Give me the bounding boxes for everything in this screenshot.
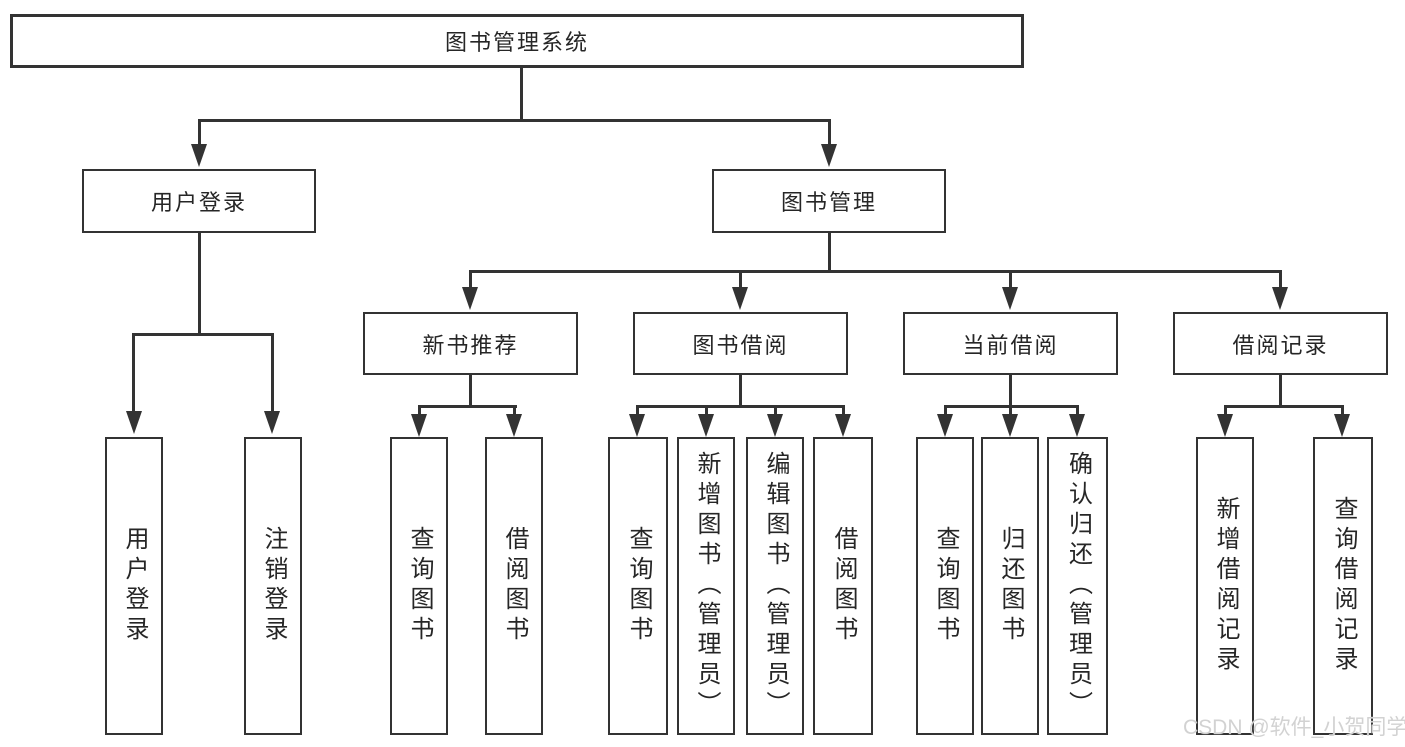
node-book-management: 图书管理: [712, 169, 946, 233]
arrowhead-down-icon: [698, 414, 714, 437]
connector-line: [1224, 405, 1344, 408]
arrowhead-down-icon: [506, 414, 522, 437]
connector-line: [774, 405, 777, 417]
connector-line: [132, 333, 274, 336]
leaf-query-books-recommend: 查询图书: [390, 437, 448, 735]
connector-line: [1279, 270, 1282, 289]
node-book-borrow: 图书借阅: [633, 312, 848, 375]
node-label: 图书管理系统: [444, 30, 589, 55]
connector-line: [1224, 405, 1227, 417]
leaf-borrow-books-recommend: 借阅图书: [485, 437, 543, 735]
node-label: 查询借阅记录: [1330, 496, 1357, 676]
node-library-system: 图书管理系统: [10, 14, 1024, 68]
arrowhead-down-icon: [767, 414, 783, 437]
connector-line: [1009, 270, 1012, 289]
node-label: 确认归还（管理员）: [1064, 451, 1092, 721]
connector-line: [469, 374, 472, 407]
node-label: 用户登录: [150, 190, 247, 215]
connector-line: [1009, 405, 1012, 417]
leaf-add-borrow-record: 新增借阅记录: [1196, 437, 1254, 735]
arrowhead-down-icon: [1002, 414, 1018, 437]
node-new-book-recommend: 新书推荐: [363, 312, 578, 375]
node-label: 借阅图书: [830, 526, 857, 646]
leaf-query-borrow-record: 查询借阅记录: [1313, 437, 1373, 735]
node-user-login: 用户登录: [82, 169, 316, 233]
node-borrow-records: 借阅记录: [1173, 312, 1388, 375]
connector-line: [739, 374, 742, 407]
connector-line: [944, 405, 947, 417]
arrowhead-down-icon: [126, 411, 142, 434]
connector-line: [198, 232, 201, 335]
node-label: 图书借阅: [692, 332, 789, 358]
node-label: 查询图书: [932, 526, 959, 646]
connector-line: [828, 119, 831, 147]
node-label: 新增图书（管理员）: [693, 451, 720, 721]
arrowhead-down-icon: [937, 414, 953, 437]
connector-line: [842, 405, 845, 417]
arrowhead-down-icon: [629, 414, 645, 437]
node-label: 借阅图书: [501, 526, 528, 646]
arrowhead-down-icon: [1002, 287, 1018, 310]
connector-line: [198, 119, 201, 147]
connector-line: [469, 270, 472, 289]
node-label: 用户登录: [121, 526, 148, 646]
leaf-return-book: 归还图书: [981, 437, 1039, 735]
arrowhead-down-icon: [835, 414, 851, 437]
arrowhead-down-icon: [191, 144, 207, 167]
connector-line: [418, 405, 517, 408]
connector-line: [636, 405, 845, 408]
connector-line: [705, 405, 708, 417]
connector-line: [1341, 405, 1344, 417]
connector-line: [520, 67, 523, 120]
arrowhead-down-icon: [1217, 414, 1233, 437]
node-label: 图书管理: [780, 190, 877, 215]
node-label: 当前借阅: [962, 332, 1059, 358]
connector-line: [739, 270, 742, 289]
arrowhead-down-icon: [264, 411, 280, 434]
node-label: 借阅记录: [1232, 332, 1329, 358]
node-label: 编辑图书（管理员）: [762, 451, 789, 721]
leaf-user-login: 用户登录: [105, 437, 163, 735]
leaf-confirm-return-admin: 确认归还（管理员）: [1047, 437, 1108, 735]
arrowhead-down-icon: [821, 144, 837, 167]
connector-line: [469, 270, 1282, 273]
arrowhead-down-icon: [411, 414, 427, 437]
connector-line: [132, 333, 135, 413]
connector-line: [1076, 405, 1079, 417]
node-label: 归还图书: [997, 526, 1024, 646]
leaf-edit-book-admin: 编辑图书（管理员）: [746, 437, 804, 735]
arrowhead-down-icon: [462, 287, 478, 310]
connector-line: [828, 232, 831, 273]
arrowhead-down-icon: [732, 287, 748, 310]
node-label: 查询图书: [625, 526, 652, 646]
node-label: 新增借阅记录: [1212, 496, 1239, 676]
connector-line: [271, 333, 274, 413]
connector-line: [513, 405, 516, 417]
leaf-query-books-current: 查询图书: [916, 437, 974, 735]
node-label: 查询图书: [406, 526, 433, 646]
leaf-add-book-admin: 新增图书（管理员）: [677, 437, 735, 735]
arrowhead-down-icon: [1272, 287, 1288, 310]
node-label: 新书推荐: [422, 332, 519, 358]
node-label: 注销登录: [260, 526, 287, 646]
arrowhead-down-icon: [1334, 414, 1350, 437]
leaf-logout: 注销登录: [244, 437, 302, 735]
leaf-borrow-books-borrow: 借阅图书: [813, 437, 873, 735]
watermark: CSDN @软件_小贺同学: [1183, 716, 1405, 739]
connector-line: [1009, 374, 1012, 407]
connector-line: [636, 405, 639, 417]
leaf-query-books-borrow: 查询图书: [608, 437, 668, 735]
connector-line: [1279, 374, 1282, 407]
node-current-borrow: 当前借阅: [903, 312, 1118, 375]
connector-line: [418, 405, 421, 417]
arrowhead-down-icon: [1069, 414, 1085, 437]
connector-line: [198, 119, 831, 122]
